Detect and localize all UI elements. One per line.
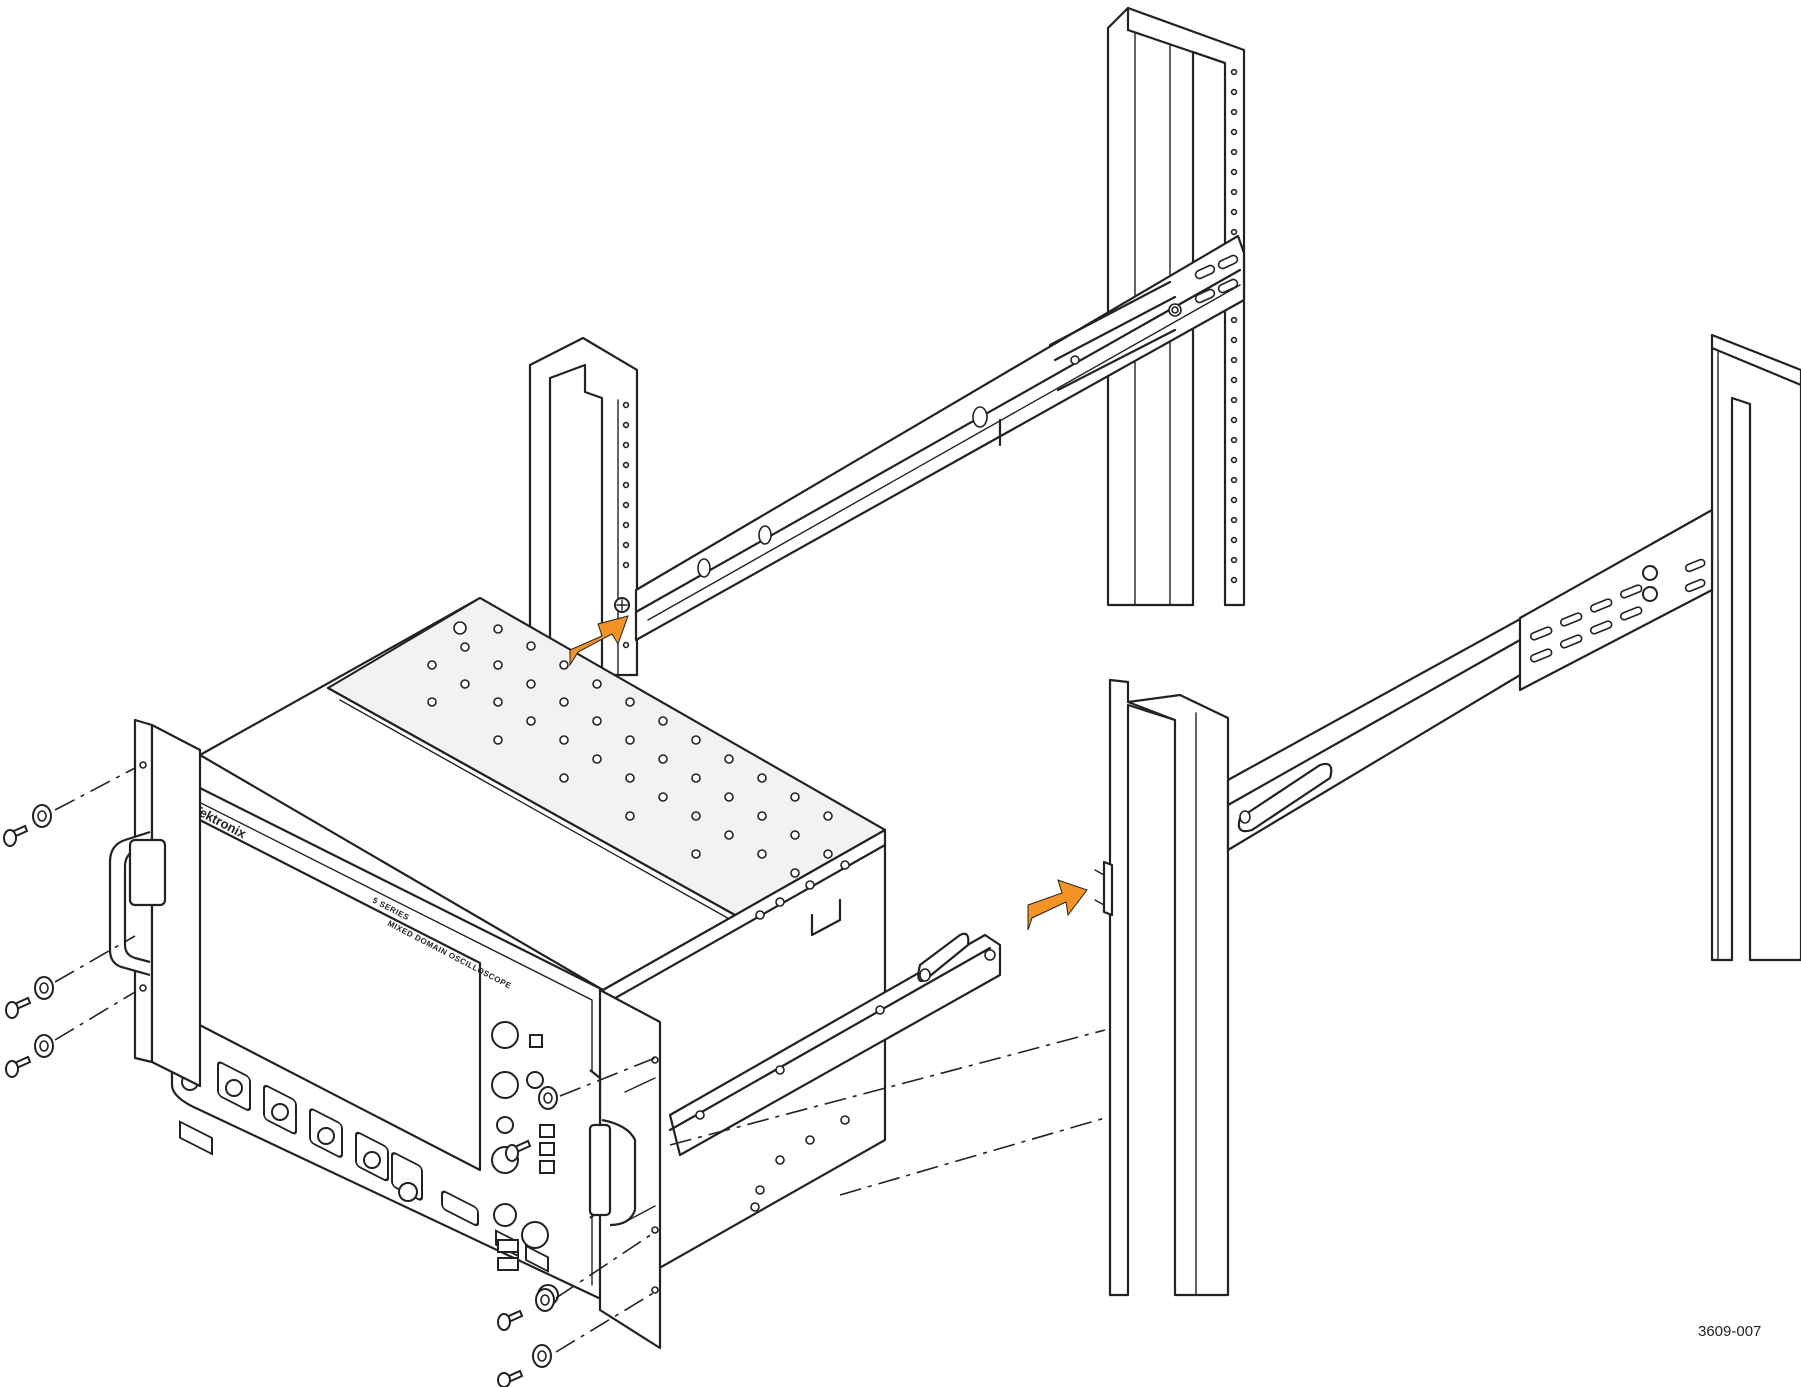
control-knob[interactable] — [491, 1021, 519, 1049]
control-button[interactable] — [539, 1160, 555, 1174]
right-handle[interactable] — [588, 1069, 656, 1227]
washer — [535, 1288, 555, 1312]
screws-and-washers — [3, 804, 558, 1387]
control-knob[interactable] — [526, 1071, 544, 1089]
channel-input-4[interactable] — [355, 1131, 389, 1182]
screw-icon — [505, 1139, 532, 1162]
channel-input-3[interactable] — [309, 1108, 343, 1158]
arrow-icon — [569, 615, 629, 667]
probe-port[interactable] — [441, 1190, 479, 1227]
oscilloscope-instrument: Tektronix 5 SERIES MIXED DOMAIN OSCILLOS… — [170, 596, 1002, 1306]
mounted-slide-rail-left — [614, 234, 1246, 642]
screw-icon — [3, 824, 29, 847]
rear-left-post-holes — [1230, 68, 1238, 584]
top-cover-vent-holes — [427, 621, 833, 878]
left-rack-ear — [108, 718, 202, 1088]
left-handle[interactable] — [108, 830, 167, 977]
washer — [34, 1034, 54, 1058]
control-button[interactable] — [539, 1124, 555, 1138]
right-rack-ear — [588, 988, 662, 1350]
washer — [32, 804, 52, 828]
control-knob[interactable] — [521, 1221, 549, 1249]
rear-right-rack-post — [1710, 333, 1801, 962]
washer — [532, 1344, 552, 1368]
control-knob[interactable] — [491, 1071, 519, 1099]
control-button[interactable] — [497, 1257, 519, 1271]
control-knob[interactable] — [496, 1116, 514, 1134]
control-button[interactable] — [497, 1239, 519, 1253]
figure-label: 3609-007 — [1698, 1323, 1762, 1340]
washer — [34, 976, 54, 1000]
instrument-inner-rail — [668, 932, 1002, 1157]
slide-rail-right — [1226, 508, 1714, 852]
channel-input-2[interactable] — [263, 1084, 297, 1135]
usb-port[interactable] — [179, 1120, 213, 1156]
screw-icon — [497, 1369, 524, 1387]
control-button[interactable] — [539, 1142, 555, 1156]
channel-input-5[interactable] — [391, 1152, 423, 1202]
arrow-icon — [1027, 879, 1088, 931]
front-right-rack-post — [1108, 678, 1230, 1297]
insertion-arrows — [569, 615, 1088, 931]
washer — [538, 1086, 558, 1110]
control-knob[interactable] — [493, 1203, 517, 1227]
control-button[interactable] — [525, 1244, 549, 1273]
input-connectors — [179, 1061, 479, 1227]
front-left-post-holes — [622, 401, 630, 649]
screw-icon — [497, 1309, 524, 1331]
rail-slots — [1529, 558, 1706, 663]
control-button[interactable] — [529, 1034, 543, 1048]
alignment-lines — [54, 767, 1106, 1353]
screw-icon — [5, 996, 32, 1019]
screw-icon — [5, 1055, 32, 1078]
channel-input-1[interactable] — [217, 1061, 251, 1111]
rail-clip — [1094, 860, 1114, 917]
rail-front-screw — [614, 597, 630, 613]
